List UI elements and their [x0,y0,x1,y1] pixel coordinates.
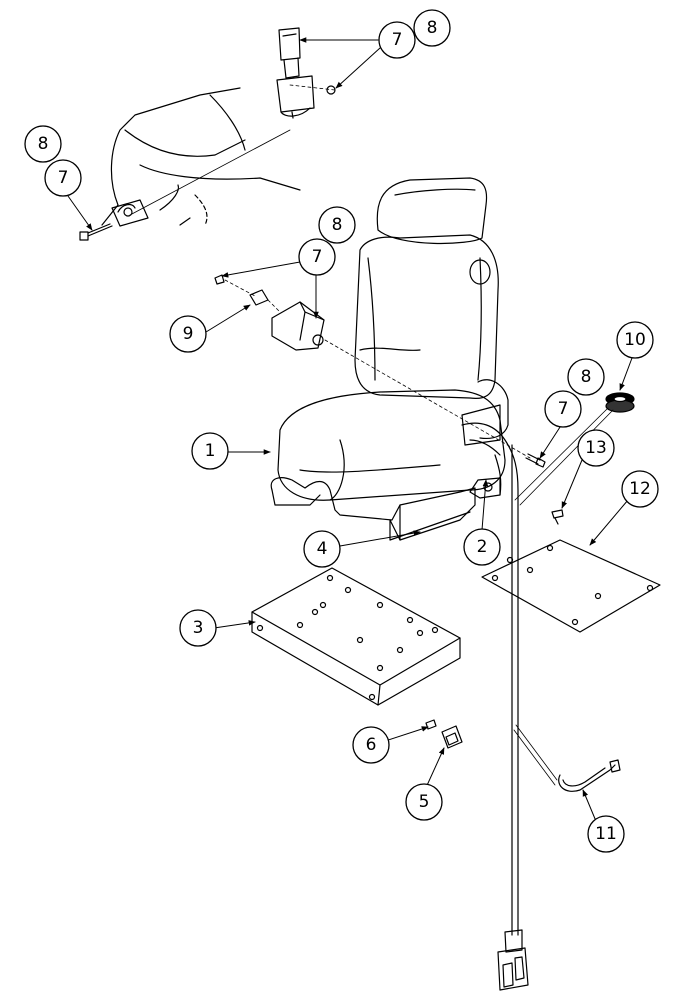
svg-text:8: 8 [332,215,343,235]
callout-8-top: 8 [413,9,451,47]
svg-text:10: 10 [624,330,646,350]
cab-body-outline [101,87,301,226]
svg-text:9: 9 [183,324,194,344]
callout-13: 13 [577,429,615,467]
svg-text:7: 7 [58,168,69,188]
callout-arrows [67,37,633,827]
svg-text:7: 7 [312,247,323,267]
svg-text:7: 7 [558,399,569,419]
svg-text:11: 11 [595,824,617,844]
svg-text:7: 7 [392,30,403,50]
grommet [605,392,635,413]
callout-7-top: 7 [378,21,416,59]
svg-text:8: 8 [38,134,49,154]
seat-backrest [354,234,499,400]
callout-11: 11 [587,815,625,853]
svg-text:4: 4 [317,539,328,559]
seat-belt-buckle-top [276,27,315,119]
svg-text:12: 12 [629,479,651,499]
callout-7-left: 7 [44,159,82,197]
callout-2: 2 [463,528,501,566]
callout-1: 1 [191,432,229,470]
callout-3: 3 [179,609,217,647]
callout-8-mid: 8 [318,206,356,244]
leader-lines [129,84,614,786]
seat-suspension-base [270,477,476,541]
callout-5: 5 [405,783,443,821]
svg-text:5: 5 [419,792,430,812]
callout-4: 4 [303,530,341,568]
svg-text:13: 13 [585,438,607,458]
seat-cable-harness [461,422,519,936]
cable-tie [558,759,621,792]
svg-text:6: 6 [366,735,377,755]
square-nut [441,725,463,749]
callout-9: 9 [169,315,207,353]
callout-10: 10 [616,321,654,359]
spacer-mid [249,289,269,306]
svg-text:1: 1 [205,441,216,461]
anchor-bracket-left [111,199,149,227]
callout-8-left: 8 [24,125,62,163]
harness-connector [497,929,529,991]
seat-mounting-plate [251,567,461,706]
svg-text:8: 8 [427,18,438,38]
callout-7-mid: 7 [298,238,336,276]
floor-cover-plate [481,539,661,633]
bolt-left [79,223,113,241]
callout-6: 6 [352,726,390,764]
svg-text:2: 2 [477,537,488,557]
callout-8-right: 8 [567,358,605,396]
clip-mid [214,274,225,285]
seat-side-armrest [461,379,509,446]
seat-headrest [376,177,488,245]
callout-7-right: 7 [544,390,582,428]
screw-13 [551,509,564,525]
callout-12: 12 [621,470,659,508]
bolt-right [525,453,546,468]
svg-text:3: 3 [193,618,204,638]
svg-text:8: 8 [581,367,592,387]
